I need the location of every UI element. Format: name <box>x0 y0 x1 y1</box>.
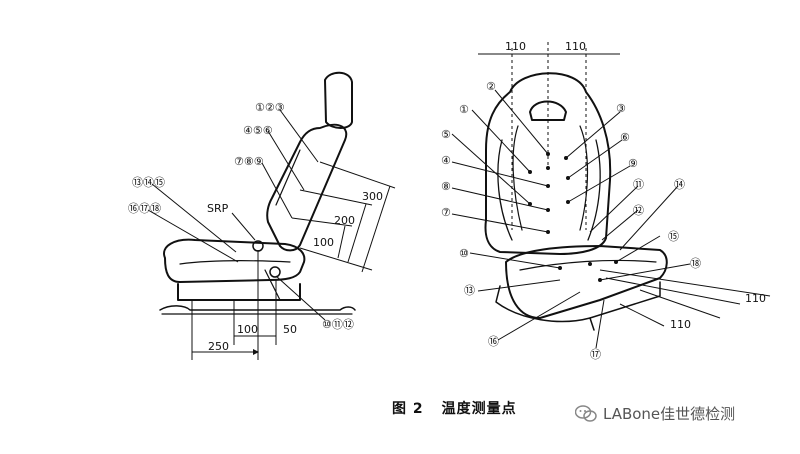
front-point-13: ⑬ <box>464 284 475 297</box>
dim-300: 300 <box>362 190 383 203</box>
side-cushion <box>163 238 306 283</box>
front-labels: 110 110 110 110 ① ② ③ ⑤ ⑥ ④ ⑨ ⑧ ⑪ ⑭ ⑦ ⑫ … <box>441 40 766 361</box>
front-point-9: ⑨ <box>628 157 638 170</box>
dim-250: 250 <box>208 340 229 353</box>
front-point-18: ⑱ <box>690 257 701 270</box>
front-leader-lines <box>451 89 691 349</box>
front-point-11: ⑪ <box>633 178 644 191</box>
side-group-4-6: ④⑤⑥ <box>243 124 273 137</box>
side-group-7-9: ⑦⑧⑨ <box>234 155 264 168</box>
front-point-14: ⑭ <box>674 178 685 191</box>
figure-title: 温度测量点 <box>441 401 517 417</box>
front-point-17: ⑰ <box>590 348 601 361</box>
dim-100: 100 <box>313 236 334 249</box>
front-headrest-window <box>529 100 567 121</box>
front-point-4: ④ <box>441 154 451 167</box>
side-base <box>177 283 301 301</box>
front-point-5: ⑤ <box>441 128 451 141</box>
front-point-8: ⑧ <box>441 180 451 193</box>
front-point-10: ⑩ <box>459 247 469 260</box>
front-dim-bottom-lower: 110 <box>670 318 691 331</box>
wechat-icon <box>575 404 597 422</box>
side-labels: ①②③ ④⑤⑥ ⑦⑧⑨ ⑬⑭⑮ ⑯⑰⑱ ⑩⑪⑫ SRP 300 200 100 … <box>128 101 383 353</box>
front-point-6: ⑥ <box>620 131 630 144</box>
front-dim-top-left: 110 <box>505 40 526 53</box>
watermark: LABone佳世德检测 <box>575 403 735 424</box>
front-guides <box>478 42 771 327</box>
side-view-seat <box>159 71 356 315</box>
front-cushion <box>505 245 668 319</box>
side-group-16-18: ⑯⑰⑱ <box>128 202 161 215</box>
front-point-1: ① <box>459 103 469 116</box>
side-leader-lines <box>147 109 396 360</box>
figure-caption: 图 2 温度测量点 <box>392 398 535 418</box>
front-point-3: ③ <box>616 102 626 115</box>
side-backrest <box>266 123 348 252</box>
side-headrest <box>324 71 353 129</box>
front-dim-bottom-right: 110 <box>745 292 766 305</box>
figure-number: 图 2 <box>392 401 424 417</box>
side-group-13-15: ⑬⑭⑮ <box>132 176 165 189</box>
dim-200: 200 <box>334 214 355 227</box>
front-point-7: ⑦ <box>441 206 451 219</box>
dim-50: 50 <box>283 323 297 336</box>
front-view-seat <box>484 72 668 331</box>
srp-label: SRP <box>207 202 229 215</box>
front-point-12: ⑫ <box>633 204 644 217</box>
front-point-2: ② <box>486 80 496 93</box>
dim-100-bottom: 100 <box>237 323 258 336</box>
front-point-15: ⑮ <box>668 230 679 243</box>
front-point-16: ⑯ <box>488 335 499 348</box>
side-group-10-12: ⑩⑪⑫ <box>322 318 354 331</box>
watermark-text: LABone佳世德检测 <box>603 405 736 423</box>
front-dim-top-right: 110 <box>565 40 586 53</box>
side-group-1-3: ①②③ <box>255 101 285 114</box>
